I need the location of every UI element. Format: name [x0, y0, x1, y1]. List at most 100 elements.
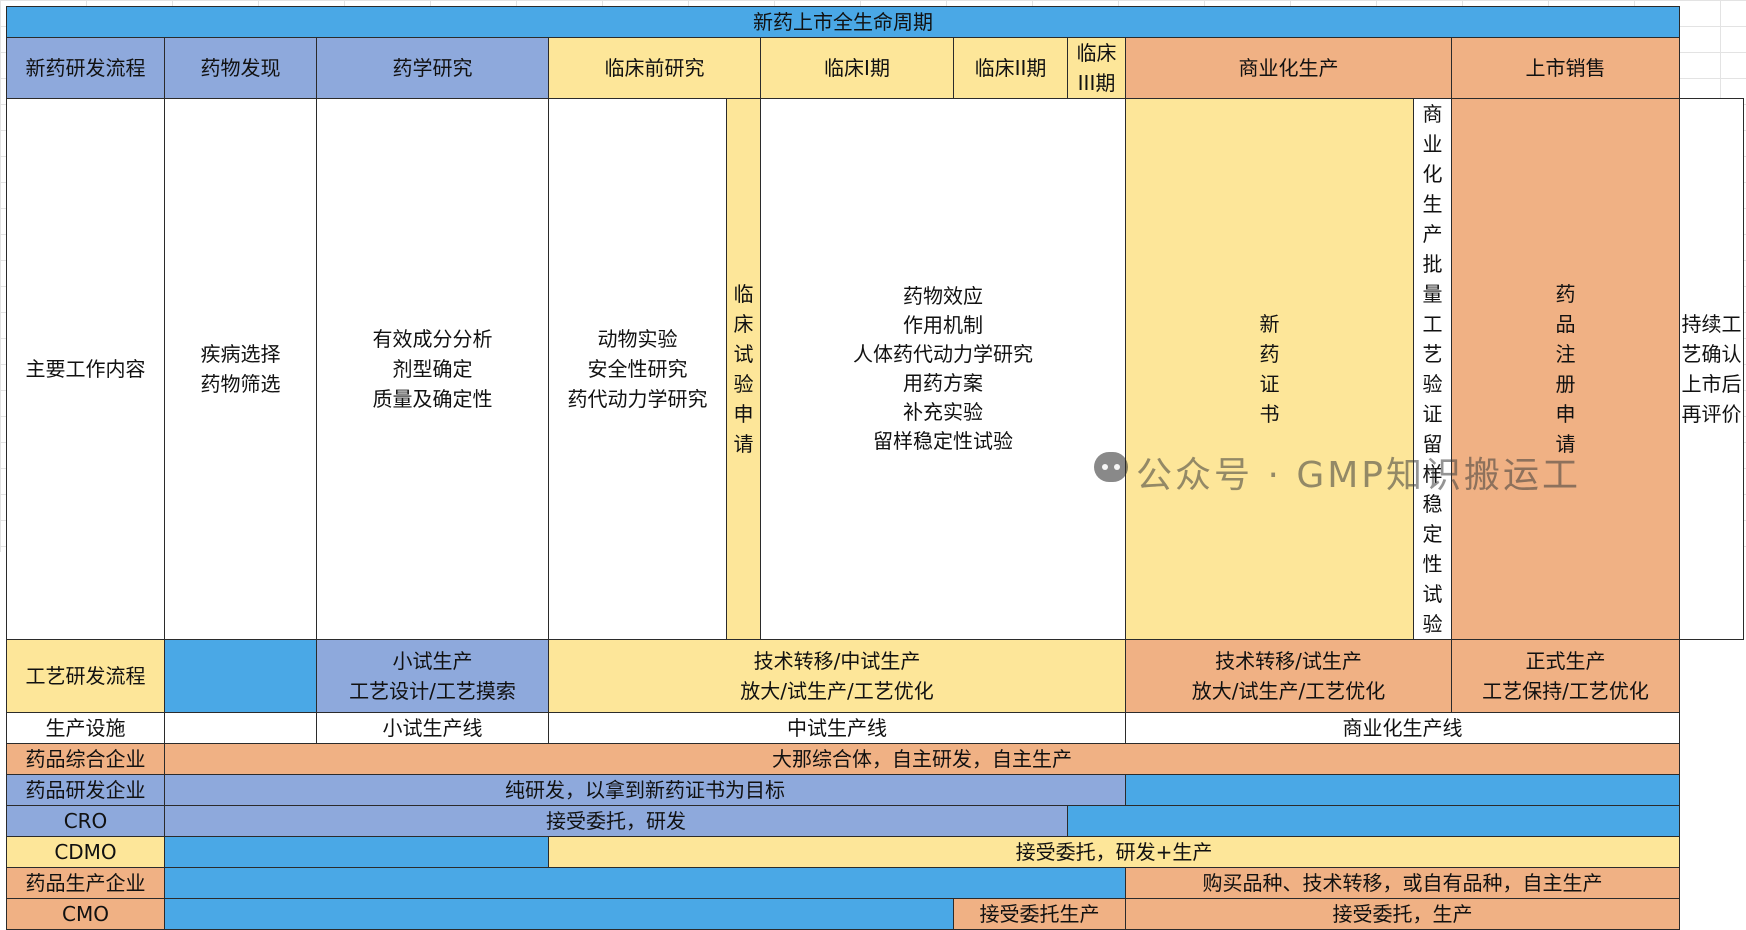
- main-work-preclinical: 动物实验 安全性研究 药代动力学研究: [548, 98, 727, 640]
- cmo-desc-right: 接受委托，生产: [1124, 898, 1681, 930]
- rd-company-label: 药品研发企业: [6, 774, 165, 806]
- header-pharma-research: 药学研究: [316, 37, 549, 99]
- vertical-char: 床: [733, 312, 754, 336]
- text-line: 作用机制: [903, 313, 983, 337]
- cmo-label: CMO: [6, 898, 165, 930]
- text-line: 技术转移/中试生产: [753, 649, 921, 673]
- vertical-char: 药: [1555, 282, 1576, 306]
- vertical-char: 申: [733, 402, 754, 426]
- text-line: 商业化生产批量工艺验证: [1422, 102, 1443, 426]
- cdmo-label: CDMO: [6, 836, 165, 868]
- vertical-char: 请: [1555, 432, 1576, 456]
- facilities-pilot: 中试生产线: [548, 712, 1126, 744]
- text-line: 技术转移/试生产: [1215, 649, 1362, 673]
- main-work-nda-certificate: 新 药 证 书: [1125, 98, 1414, 640]
- main-work-commercial: 商业化生产批量工艺验证 留样稳定性试验: [1413, 98, 1452, 640]
- process-dev-clinical: 技术转移/中试生产 放大/试生产/工艺优化: [548, 639, 1126, 713]
- text-line: 人体药代动力学研究: [853, 342, 1033, 366]
- main-work-row: 主要工作内容 疾病选择 药物筛选 有效成分分析 剂型确定 质量及确定性 动物实验…: [6, 98, 1744, 640]
- main-work-label: 主要工作内容: [6, 98, 165, 640]
- vertical-char: 注: [1555, 342, 1576, 366]
- manufacturer-row: 药品生产企业 购买品种、技术转移，或自有品种，自主生产: [6, 867, 1744, 899]
- header-drug-discovery: 药物发现: [164, 37, 317, 99]
- text-line: 疾病选择: [200, 342, 281, 366]
- integrated-desc: 大那综合体，自主研发，自主生产: [163, 743, 1681, 775]
- vertical-char: 试: [733, 342, 754, 366]
- text-line: 放大/试生产/工艺优化: [1191, 679, 1386, 703]
- header-preclinical: 临床前研究: [548, 37, 761, 99]
- text-line: 用药方案: [903, 371, 983, 395]
- main-work-ind-application: 临 床 试 验 申 请: [726, 98, 761, 640]
- wechat-icon: [1094, 452, 1128, 482]
- process-dev-commercial: 技术转移/试生产 放大/试生产/工艺优化: [1125, 639, 1452, 713]
- rd-company-row: 药品研发企业 纯研发，以拿到新药证书为目标: [6, 774, 1744, 806]
- main-work-discovery: 疾病选择 药物筛选: [164, 98, 317, 640]
- text-line: 持续工艺确认: [1681, 312, 1742, 366]
- text-line: 正式生产: [1525, 649, 1606, 673]
- text-line: 药物筛选: [200, 372, 281, 396]
- vertical-char: 书: [1259, 402, 1280, 426]
- main-work-pharma: 有效成分分析 剂型确定 质量及确定性: [316, 98, 549, 640]
- process-dev-label: 工艺研发流程: [6, 639, 165, 713]
- integrated-label: 药品综合企业: [6, 743, 165, 775]
- cro-empty: [1066, 805, 1681, 837]
- vertical-char: 临: [733, 282, 754, 306]
- cro-label: CRO: [6, 805, 165, 837]
- manufacturer-label: 药品生产企业: [6, 867, 165, 899]
- process-dev-discovery: [164, 639, 317, 713]
- facilities-commercial: 商业化生产线: [1124, 712, 1681, 744]
- header-market: 上市销售: [1450, 37, 1681, 99]
- rd-company-empty: [1124, 774, 1681, 806]
- vertical-char: 证: [1259, 372, 1280, 396]
- text-line: 有效成分分析: [372, 327, 493, 351]
- watermark-text: 公众号 · GMP知识搬运工: [1136, 455, 1581, 496]
- process-dev-pharma: 小试生产 工艺设计/工艺摸索: [316, 639, 549, 713]
- header-phase1: 临床I期: [760, 37, 954, 99]
- vertical-char: 申: [1555, 402, 1576, 426]
- text-line: 药代动力学研究: [567, 387, 708, 411]
- text-line: 补充实验: [903, 400, 983, 424]
- text-line: 留样稳定性试验: [873, 429, 1013, 453]
- text-line: 工艺保持/工艺优化: [1482, 679, 1649, 703]
- header-phase2: 临床II期: [953, 37, 1068, 99]
- header-commercial: 商业化生产: [1125, 37, 1452, 99]
- main-work-registration: 药 品 注 册 申 请: [1450, 98, 1681, 640]
- cdmo-desc: 接受委托，研发+生产: [547, 836, 1681, 868]
- cmo-desc-left: 接受委托生产: [953, 898, 1126, 930]
- vertical-char: 新: [1259, 312, 1280, 336]
- facilities-small: 小试生产线: [316, 712, 549, 744]
- header-process-label: 新药研发流程: [6, 37, 165, 99]
- table-title: 新药上市全生命周期: [5, 6, 1681, 38]
- vertical-char: 品: [1555, 312, 1576, 336]
- main-work-clinical: 药物效应 作用机制 人体药代动力学研究 用药方案 补充实验 留样稳定性试验: [760, 98, 1126, 640]
- cro-desc: 接受委托，研发: [164, 805, 1068, 837]
- vertical-char: 药: [1259, 342, 1280, 366]
- manufacturer-desc: 购买品种、技术转移，或自有品种，自主生产: [1124, 867, 1681, 899]
- facilities-row: 生产设施 小试生产线 中试生产线 商业化生产线: [6, 712, 1744, 744]
- manufacturer-empty: [164, 867, 1126, 899]
- cmo-row: CMO 接受委托生产 接受委托，生产: [6, 898, 1744, 930]
- text-line: 药物效应: [903, 284, 983, 308]
- vertical-char: 册: [1555, 372, 1576, 396]
- facilities-empty: [164, 712, 317, 744]
- text-line: 小试生产: [392, 649, 473, 673]
- text-line: 工艺设计/工艺摸索: [349, 679, 516, 703]
- cmo-empty: [164, 898, 954, 930]
- vertical-char: 请: [733, 432, 754, 456]
- cdmo-empty: [164, 836, 549, 868]
- main-work-market: 持续工艺确认 上市后再评价: [1679, 98, 1744, 640]
- text-line: 上市后再评价: [1681, 372, 1742, 426]
- vertical-char: 验: [733, 372, 754, 396]
- cro-row: CRO 接受委托，研发: [6, 805, 1744, 837]
- header-row: 新药研发流程 药物发现 药学研究 临床前研究 临床I期 临床II期 临床III期…: [6, 37, 1744, 99]
- rd-company-desc: 纯研发，以拿到新药证书为目标: [164, 774, 1126, 806]
- process-dev-row: 工艺研发流程 小试生产 工艺设计/工艺摸索 技术转移/中试生产 放大/试生产/工…: [6, 639, 1744, 713]
- text-line: 质量及确定性: [372, 387, 493, 411]
- facilities-label: 生产设施: [6, 712, 165, 744]
- text-line: 放大/试生产/工艺优化: [740, 679, 934, 703]
- cdmo-row: CDMO 接受委托，研发+生产: [6, 836, 1744, 868]
- process-dev-market: 正式生产 工艺保持/工艺优化: [1450, 639, 1681, 713]
- title-row: 新药上市全生命周期: [5, 6, 1744, 38]
- text-line: 动物实验: [597, 327, 678, 351]
